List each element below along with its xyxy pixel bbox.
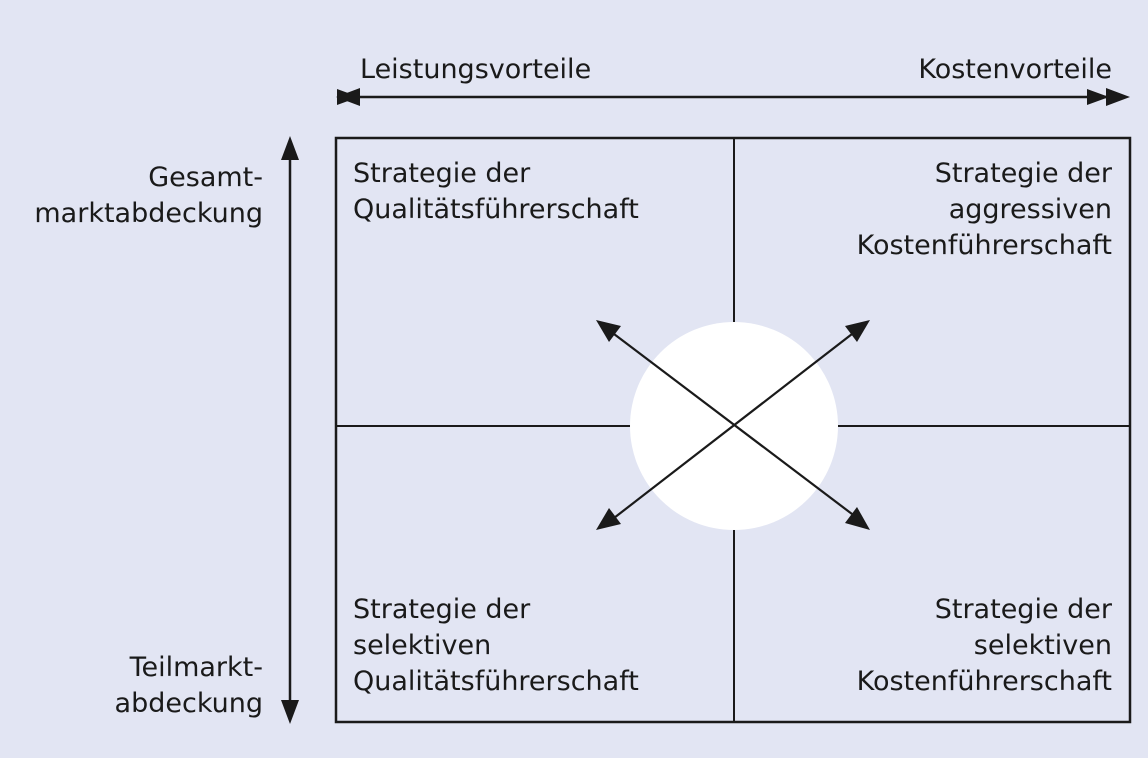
quadrant-top-right-line-3: Kostenführerschaft <box>856 230 1112 261</box>
axis-label-top-line-1: Gesamt- <box>148 162 263 193</box>
quadrant-bottom-left-line-3: Qualitätsführerschaft <box>353 666 639 697</box>
quadrant-top-left-line-1: Strategie der <box>353 158 531 189</box>
quadrant-top-right-line-2: aggressiven <box>948 194 1112 225</box>
quadrant-bottom-right-line-3: Kostenführerschaft <box>856 666 1112 697</box>
diagonal-arrow-head-top-left <box>596 320 621 342</box>
horizontal-arrow-head-right <box>1106 88 1130 106</box>
axis-label-right-text: Kostenvorteile <box>918 54 1112 85</box>
quadrant-bottom-right-label: Strategie der selektiven Kostenführersch… <box>857 592 1112 700</box>
quadrant-bottom-left-line-2: selektiven <box>353 630 492 661</box>
quadrant-bottom-left-line-1: Strategie der <box>353 594 531 625</box>
axis-label-leistungsvorteile: Leistungsvorteile <box>360 52 591 88</box>
diagonal-arrow-top-left-bottom-right <box>613 333 853 515</box>
diagonal-arrow-head-bottom-left <box>596 508 621 530</box>
quadrant-top-left-line-2: Qualitätsführerschaft <box>353 194 639 225</box>
axis-label-gesamtmarktabdeckung: Gesamt- marktabdeckung <box>34 160 263 232</box>
axis-label-bottom-line-1: Teilmarkt- <box>129 652 263 683</box>
vertical-arrow-head-bottom <box>281 700 299 724</box>
quadrant-top-right-label: Strategie der aggressiven Kostenführersc… <box>857 156 1112 264</box>
axis-label-top-line-2: marktabdeckung <box>34 198 263 229</box>
diagonal-arrow-head-top-right <box>845 320 870 342</box>
diagonal-arrow-head-bottom-right <box>845 507 870 530</box>
axis-label-left-text: Leistungsvorteile <box>360 54 592 85</box>
axis-label-kostenvorteile: Kostenvorteile <box>918 52 1112 88</box>
vertical-arrow-head-top <box>281 136 299 160</box>
horizontal-arrow-head-left <box>336 88 360 106</box>
quadrant-top-right-line-1: Strategie der <box>934 158 1112 189</box>
quadrant-bottom-left-label: Strategie der selektiven Qualitätsführer… <box>353 592 639 700</box>
quadrant-bottom-right-line-1: Strategie der <box>934 594 1112 625</box>
quadrant-top-left-label: Strategie der Qualitätsführerschaft <box>353 156 639 228</box>
axis-label-bottom-line-2: abdeckung <box>114 688 263 719</box>
quadrant-bottom-right-line-2: selektiven <box>973 630 1112 661</box>
diagonal-arrow-bottom-left-top-right <box>613 333 853 519</box>
axis-label-teilmarktabdeckung: Teilmarkt- abdeckung <box>115 650 263 722</box>
